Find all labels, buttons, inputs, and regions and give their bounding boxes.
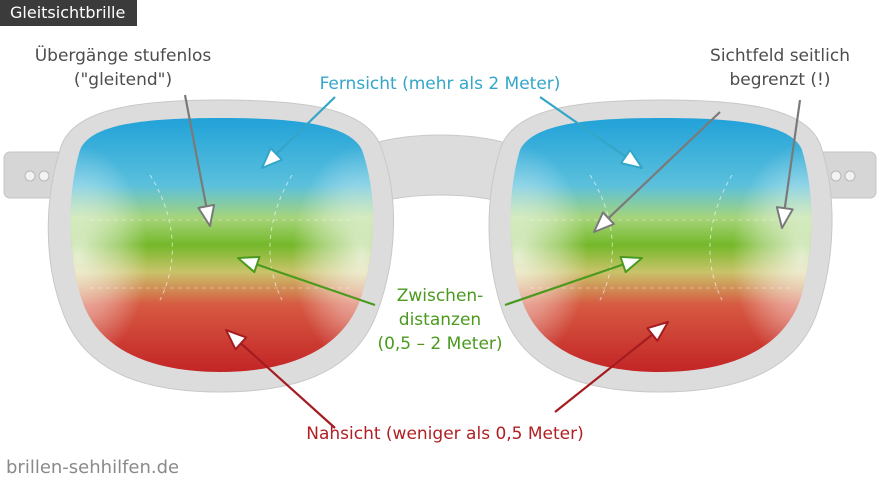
arrow-sichtfeld-center (593, 111, 721, 233)
title-tag: Gleitsichtbrille (0, 0, 138, 26)
arrow-fernsicht-right (539, 96, 643, 169)
right-lens (510, 118, 812, 372)
arrow-zwischen-left (237, 255, 376, 307)
arrow-nah-right (554, 321, 669, 413)
label-uebergaenge: Übergänge stufenlos ("gleitend") (34, 46, 212, 90)
arrow-zwischen-right (504, 255, 643, 307)
arrow-nah-left (225, 329, 336, 429)
label-zwischendistanzen: Zwischen- distanzen (0,5 – 2 Meter) (377, 286, 503, 354)
footer-source: brillen-sehhilfen.de (6, 457, 180, 478)
label-nahsicht: Nahsicht (weniger als 0,5 Meter) (306, 424, 584, 444)
label-sichtfeld: Sichtfeld seitlich begrenzt (!) (710, 46, 850, 90)
arrow-uebergaenge (183, 94, 216, 227)
arrow-fernsicht-left (261, 96, 336, 169)
left-lens (70, 118, 373, 372)
label-fernsicht: Fernsicht (mehr als 2 Meter) (319, 74, 561, 94)
arrow-sichtfeld (775, 99, 802, 229)
right-temple-hinge (815, 151, 877, 199)
